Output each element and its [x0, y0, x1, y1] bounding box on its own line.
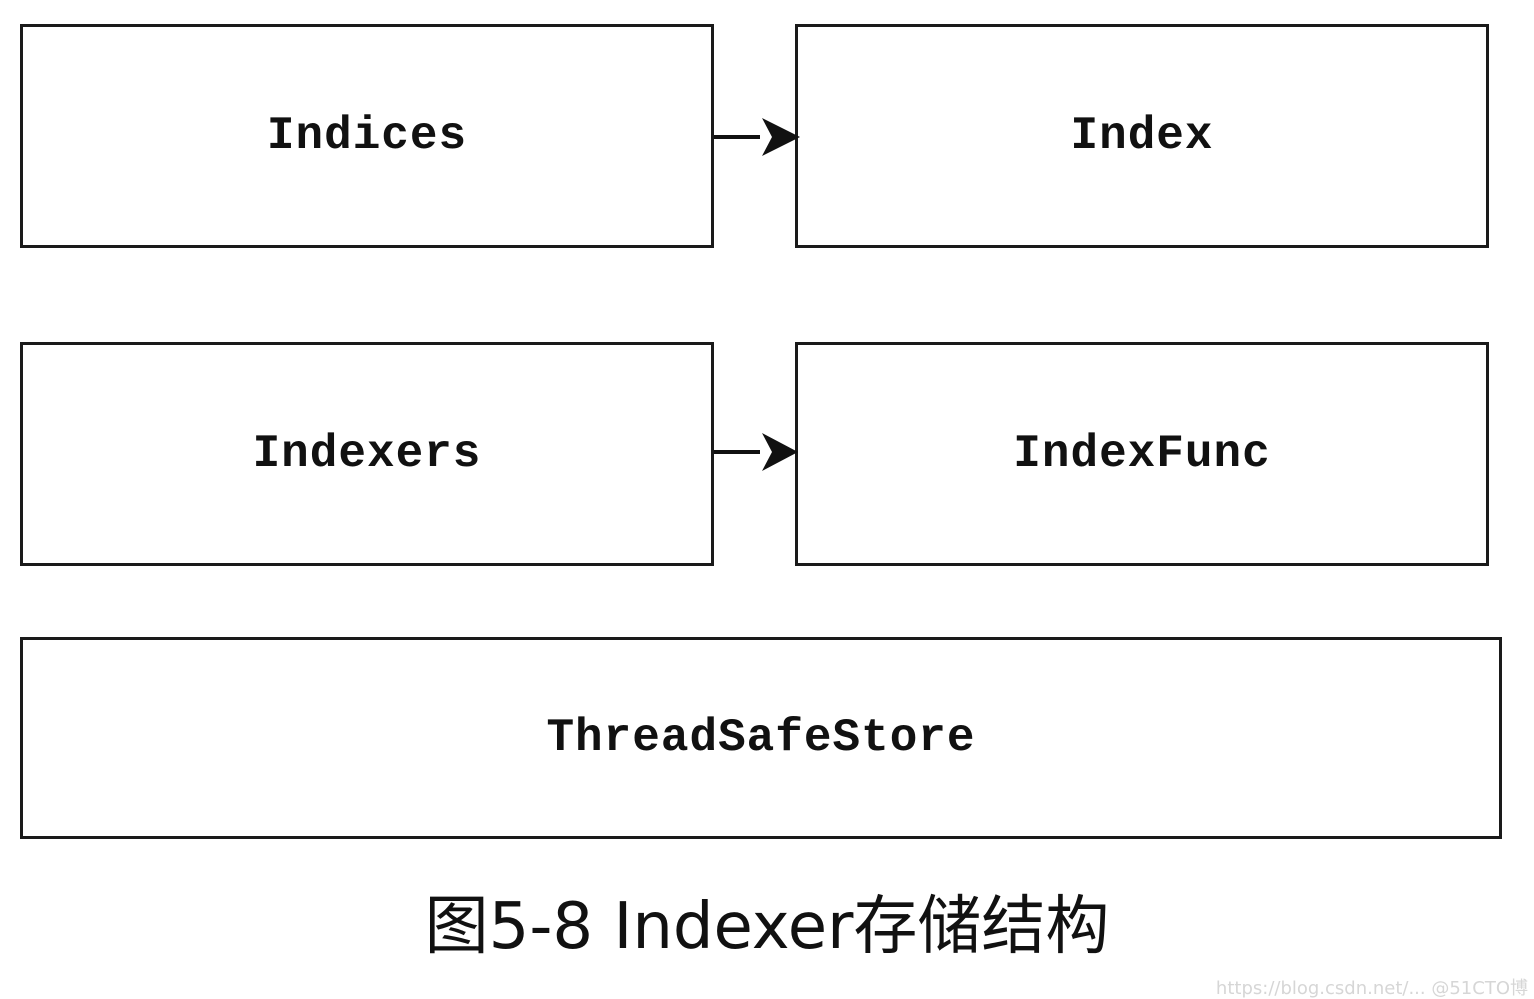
arrow-indices-to-index [714, 118, 800, 156]
watermark: https://blog.csdn.net/... @51CTO博 [1215, 978, 1528, 999]
threadsafestore-label: ThreadSafeStore [546, 712, 976, 764]
indexfunc-node: IndexFunc [795, 342, 1489, 566]
index-label: Index [1070, 110, 1214, 162]
arrowhead-icon [762, 433, 798, 471]
indexfunc-label: IndexFunc [1013, 428, 1271, 480]
figure-caption: 图5-8 Indexer存储结构 [424, 890, 1110, 964]
indices-label: Indices [266, 110, 468, 162]
arrow-indexers-to-indexfunc [714, 433, 798, 471]
indices-node: Indices [20, 24, 714, 248]
indexers-node: Indexers [20, 342, 714, 566]
index-node: Index [795, 24, 1489, 248]
threadsafestore-node: ThreadSafeStore [20, 637, 1502, 839]
indexers-label: Indexers [252, 428, 482, 480]
